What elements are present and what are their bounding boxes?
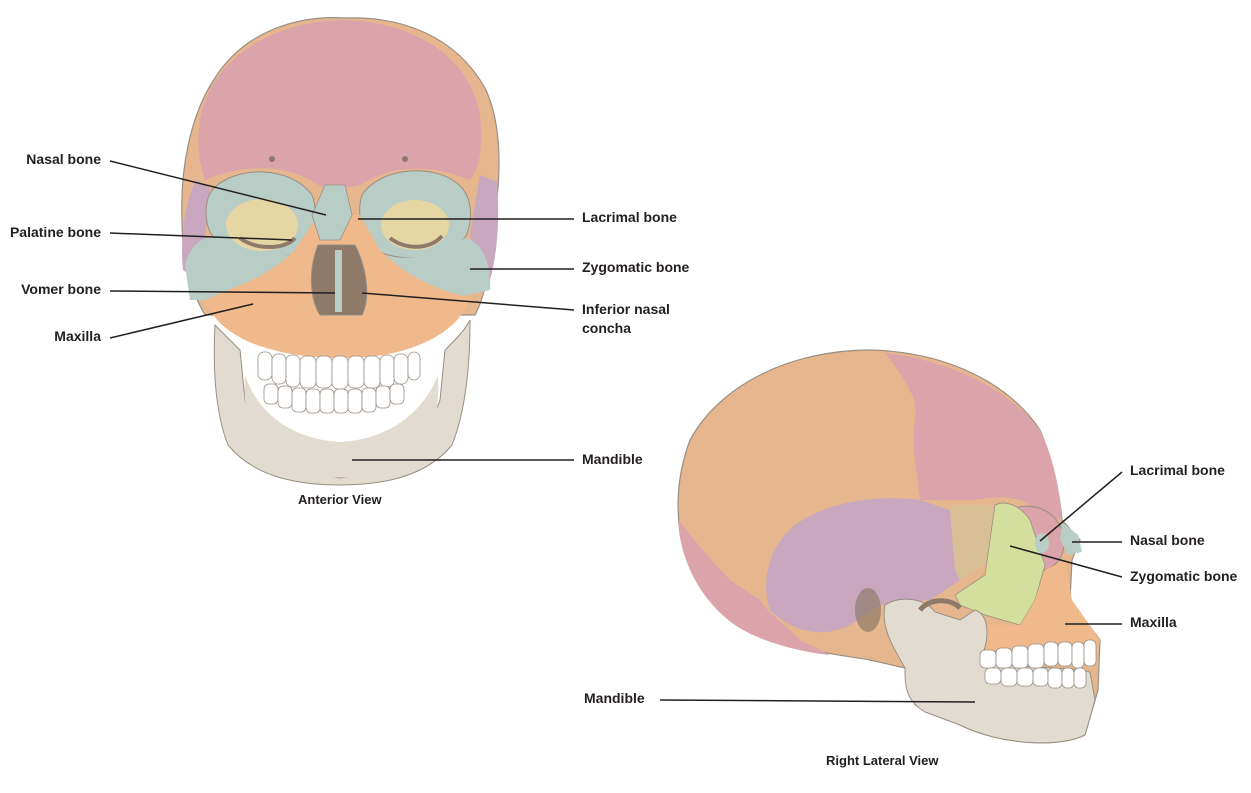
label-anterior-lacrimal-bone: Lacrimal bone xyxy=(582,209,677,225)
anterior-nasal-bone xyxy=(311,184,353,241)
label-anterior-inferior-nasal-concha-line1: Inferior nasal xyxy=(582,301,670,317)
lateral-frontal-bone xyxy=(885,353,1062,520)
leader-anterior-maxilla xyxy=(109,303,254,339)
anterior-mandible-body xyxy=(244,375,439,478)
lateral-temporal-bone xyxy=(766,498,960,633)
leader-anterior-inferior-concha xyxy=(361,292,575,311)
anterior-zygomatic-left xyxy=(185,237,290,300)
anterior-orbit-shadow-left xyxy=(238,236,297,249)
lateral-ear-canal xyxy=(855,588,881,632)
lateral-leader-lines xyxy=(659,471,1123,703)
anterior-skull xyxy=(181,17,500,486)
leader-lateral-mandible xyxy=(659,699,976,703)
lateral-occipital-bone xyxy=(678,520,830,655)
leader-anterior-vomer xyxy=(109,290,336,294)
label-lateral-mandible: Mandible xyxy=(584,690,645,706)
anterior-frontal-bone xyxy=(198,20,482,190)
label-anterior-mandible: Mandible xyxy=(582,451,643,467)
label-lateral-lacrimal-bone: Lacrimal bone xyxy=(1130,462,1225,478)
anterior-orbit-interior-right xyxy=(381,200,449,250)
lateral-zygomatic-arch-shadow xyxy=(918,598,962,612)
caption-right-lateral-view: Right Lateral View xyxy=(826,753,939,768)
leader-anterior-palatine xyxy=(109,232,293,241)
leader-lateral-zygomatic xyxy=(1009,545,1123,578)
leader-lateral-lacrimal xyxy=(1039,471,1123,542)
label-anterior-inferior-nasal-concha-line2: concha xyxy=(582,320,632,336)
label-anterior-palatine-bone: Palatine bone xyxy=(9,224,101,240)
anterior-foramen-left xyxy=(269,156,275,162)
anterior-teeth xyxy=(257,351,421,414)
lateral-nasal-bone xyxy=(1060,522,1082,555)
anterior-leader-lines xyxy=(109,160,575,461)
lateral-skull xyxy=(677,349,1101,744)
anterior-foramen-right xyxy=(402,156,408,162)
leader-anterior-nasal xyxy=(109,160,327,216)
lateral-teeth xyxy=(979,639,1097,689)
caption-anterior-view: Anterior View xyxy=(298,492,382,507)
label-anterior-nasal-bone: Nasal bone xyxy=(26,151,101,167)
anterior-sphenoid-left xyxy=(182,180,210,275)
lateral-lacrimal-bone xyxy=(1035,533,1049,553)
anterior-orbit-shadow-right xyxy=(388,234,444,249)
label-lateral-zygomatic-bone: Zygomatic bone xyxy=(1130,568,1238,584)
label-lateral-maxilla: Maxilla xyxy=(1130,614,1177,630)
label-anterior-zygomatic-bone: Zygomatic bone xyxy=(582,259,690,275)
label-lateral-nasal-bone: Nasal bone xyxy=(1130,532,1205,548)
label-anterior-maxilla: Maxilla xyxy=(54,328,101,344)
label-anterior-vomer-bone: Vomer bone xyxy=(21,281,101,297)
anterior-vomer xyxy=(335,250,342,312)
lateral-maxilla xyxy=(980,560,1100,650)
